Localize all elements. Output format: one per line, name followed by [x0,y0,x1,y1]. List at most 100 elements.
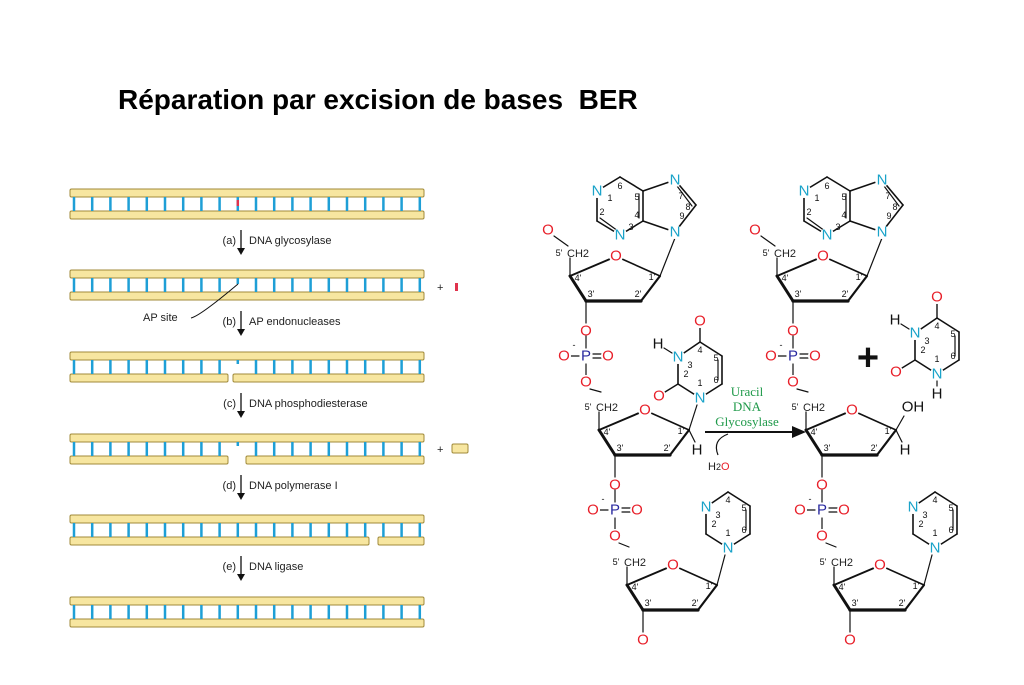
atom-bg [608,529,622,543]
atom-bg [928,541,942,555]
pyrimidine-nitrogen: N [908,499,919,516]
atom-bg [699,500,713,514]
pyrimidine-nitrogen: N [701,499,712,516]
phosphate-oxygen: O [809,348,821,365]
step-letter: (b) [223,316,236,328]
atom-number: 1 [932,528,937,538]
water-curve-arrow [715,433,729,456]
bottom-strand [69,210,425,220]
atom-number: 4' [604,427,611,437]
purine-nitrogen: N [670,224,681,241]
atom-number: 2 [918,519,923,529]
hydrogen: H [932,386,943,403]
atom-number: 6 [713,375,718,385]
step-enzyme-label: DNA phosphodiesterase [249,398,368,410]
phosphate-oxygen: O [602,348,614,365]
atom-number: 1 [725,528,730,538]
atom-number: 5' [792,402,799,412]
bond [934,491,958,507]
atom-number: 6 [950,351,955,361]
bond [664,383,679,393]
phosphate-oxygen: O [794,502,806,519]
phosphate-oxygen: O [580,374,592,391]
atom-bg [843,633,857,647]
step-arrow-head [237,493,245,500]
atom-bg [636,633,650,647]
atom-number: 5 [841,192,846,202]
step-arrow-head [237,248,245,255]
atom-bg [557,349,571,363]
atom-number: 2 [599,207,604,217]
bond [727,491,751,507]
atom-bg [693,314,707,328]
ch2-label: CH2 [803,402,825,414]
bond [597,428,617,457]
atom-number: 1 [607,193,612,203]
bond [598,412,640,431]
atom-bg [586,503,600,517]
bond [903,583,926,612]
carbonyl-oxygen: O [653,388,665,405]
atom-bg [748,223,762,237]
bond [796,388,809,393]
ap-site-label: AP site [143,312,178,324]
atom-number: 6 [617,181,622,191]
atom-bg [875,225,889,239]
bottom-strand [69,373,229,383]
bond [901,359,916,369]
atom-number: 1 [934,354,939,364]
bond [805,412,847,431]
bottom-strand [69,455,229,465]
oxygen-3prime: O [816,477,828,494]
atom-number: 4' [839,582,846,592]
step-letter: (a) [223,235,236,247]
bond [804,428,824,457]
atom-bg [590,184,604,198]
atom-bg [797,184,811,198]
atom-number: 2' [871,443,878,453]
atom-bg [845,403,859,417]
atom-bg [930,290,944,304]
atom-number: 1' [678,426,685,436]
bond [619,176,644,192]
plus-sign: + [437,282,443,294]
atom-number: 4' [632,582,639,592]
pyrimidine-nitrogen: N [932,366,943,383]
oxygen-3prime: O [580,323,592,340]
atom-bg [666,558,680,572]
bond [696,583,719,612]
atom-number: 5' [556,248,563,258]
bond [553,235,569,247]
atom-bg [815,478,829,492]
bond [833,567,875,586]
bond [895,429,903,443]
bond [900,323,910,330]
atom-number: 5' [613,557,620,567]
atom-number: 1 [814,193,819,203]
atom-number: 3 [924,336,929,346]
oxygen-3prime: O [844,632,856,649]
purine-nitrogen: N [799,183,810,200]
carbonyl-oxygen: O [890,364,902,381]
atom-bg [541,223,555,237]
top-strand [69,188,425,198]
bond [826,176,851,192]
atom-number: 8 [892,202,897,212]
atom-number: 6 [948,525,953,535]
bond [832,583,852,612]
step-arrow-head [237,574,245,581]
bond [883,185,900,207]
atom-bg [837,503,851,517]
oxygen-3prime: O [787,323,799,340]
bond [775,274,795,303]
atom-number: 3 [628,222,633,232]
pyrimidine-nitrogen: N [723,540,734,557]
bond [625,583,645,612]
carbonyl-oxygen: O [694,313,706,330]
top-strand [69,269,425,279]
phosphate-oxygen: O [587,502,599,519]
step-letter: (d) [223,480,236,492]
phosphorus: P [817,502,827,519]
atom-bg [668,173,682,187]
